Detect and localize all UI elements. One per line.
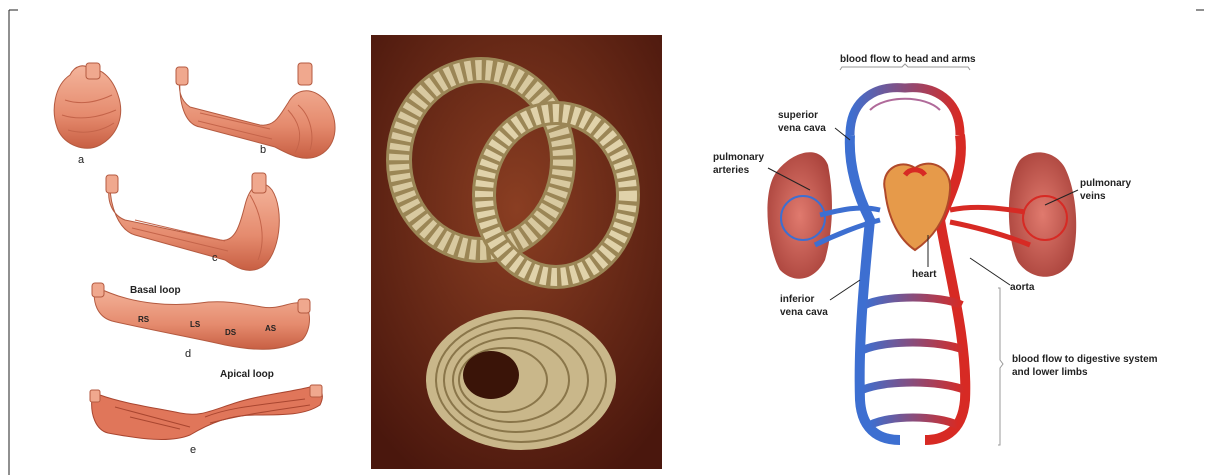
label-pulm-veins-1: pulmonary: [1080, 178, 1132, 189]
basal-loop-label: Basal loop: [130, 285, 181, 296]
label-heart: heart: [912, 269, 937, 280]
stage-b-band: b: [176, 63, 335, 158]
apical-loop-label: Apical loop: [220, 369, 274, 380]
label-e: e: [190, 444, 196, 456]
heart-band-panel: a b c Basal loop RS LS DS AS: [40, 55, 340, 465]
rope-photo-panel: [371, 35, 662, 469]
rope-coil: [426, 310, 616, 450]
segment-ls: LS: [190, 320, 201, 329]
stage-a-heart: a: [54, 63, 120, 166]
heart-band-illustration: a b c Basal loop RS LS DS AS: [40, 55, 340, 465]
segment-rs: RS: [138, 315, 150, 324]
rope-illustration: [371, 35, 662, 469]
label-pulm-arteries-1: pulmonary: [713, 152, 765, 163]
stage-c-band: c: [106, 173, 279, 270]
frame-corner-left: [0, 0, 20, 475]
label-superior-2: vena cava: [778, 123, 826, 134]
label-digestive-1: blood flow to digestive system: [1012, 354, 1158, 365]
label-b: b: [260, 144, 266, 156]
label-a: a: [78, 154, 85, 166]
label-c: c: [212, 252, 218, 264]
stage-d-band: Basal loop RS LS DS AS d Apical loop: [92, 283, 310, 380]
label-inferior-1: inferior: [780, 294, 815, 305]
head-capillaries: [850, 88, 960, 135]
stage-e-band: e: [90, 385, 322, 456]
label-inferior-2: vena cava: [780, 307, 828, 318]
label-d: d: [185, 348, 191, 360]
circulation-panel: blood flow to head and arms: [700, 40, 1200, 450]
label-pulm-arteries-2: arteries: [713, 165, 750, 176]
label-pulm-veins-2: veins: [1080, 191, 1106, 202]
label-aorta: aorta: [1010, 282, 1035, 293]
label-head-arms: blood flow to head and arms: [840, 54, 976, 65]
label-digestive-2: and lower limbs: [1012, 367, 1088, 378]
segment-as: AS: [265, 324, 277, 333]
segment-ds: DS: [225, 328, 237, 337]
label-superior-1: superior: [778, 110, 818, 121]
circulation-illustration: blood flow to head and arms: [700, 40, 1200, 450]
digestive-capillaries: [862, 298, 965, 426]
